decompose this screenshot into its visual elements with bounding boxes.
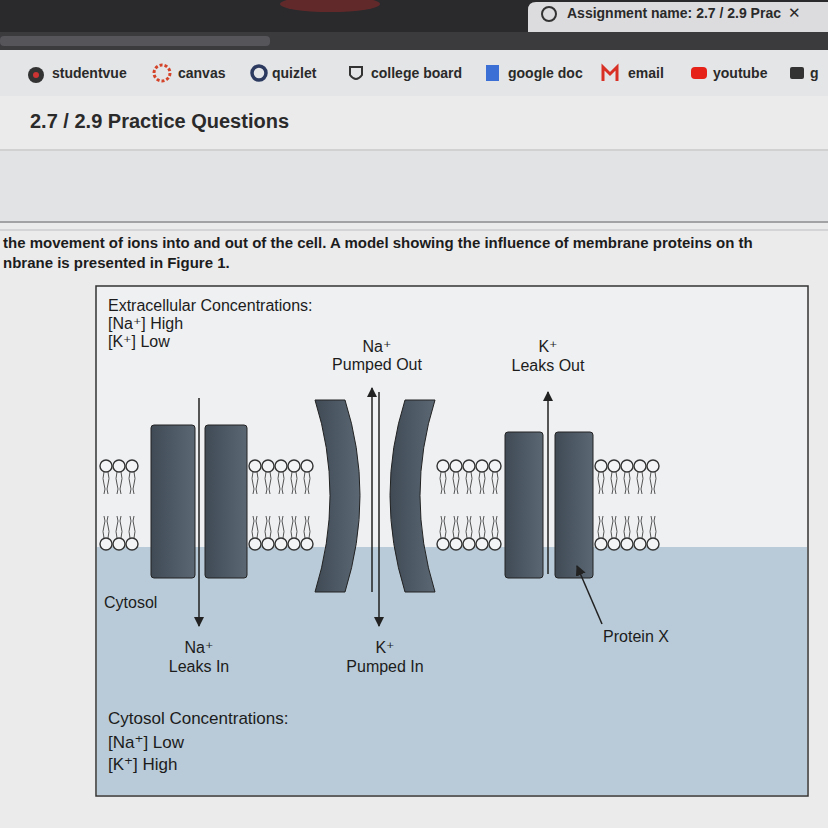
figure-label: [K⁺] Low [108,333,170,351]
figure-label: Pumped Out [332,356,422,374]
browser-label: g [810,65,819,81]
figure-label: Na⁺ [363,338,392,356]
figure-label: [K⁺] High [108,755,177,775]
browser-label: ✕ [788,4,801,21]
divider [0,149,828,151]
browser-label: studentvue [52,65,127,81]
na-pump-arrow [371,388,373,592]
figure-label: Cytosol Concentrations: [108,709,288,729]
title-bar [0,0,828,32]
pump-protein [390,400,435,592]
question-text: nbrane is presented in Figure 1. [3,254,230,271]
browser-tab [528,2,828,32]
bookmarks-bar [0,50,828,96]
figure-label: K⁺ [538,338,557,356]
channel-protein [205,425,247,578]
tab-icon [542,7,556,21]
canvas-icon [154,65,170,81]
browser-label: college board [371,65,462,81]
bookmark-icon [790,67,804,79]
youtube-icon [691,67,707,79]
figure-label: Protein X [603,628,669,646]
browser-label: youtube [713,65,767,81]
email-icon [603,67,617,81]
browser-label: Assignment name: 2.7 / 2.9 Prac [567,5,781,21]
browser-label: email [628,65,664,81]
browser-label: google doc [508,65,583,81]
address-bar [0,32,828,50]
figure-label: Na⁺ [185,639,214,657]
figure-label: Extracellular Concentrations: [108,297,313,315]
figure-label: [Na⁺] Low [108,733,184,753]
page-heading: 2.7 / 2.9 Practice Questions [30,110,289,133]
divider [0,230,828,231]
studentvue-icon [33,72,39,78]
leader-line [577,566,602,624]
k-pump-arrow [378,392,380,626]
na-leak-arrow [198,398,200,626]
cytosol-region [97,547,807,795]
figure-label: Cytosol [104,594,157,612]
blurred-tab [280,0,380,12]
pump-protein [315,400,360,592]
page [0,96,828,828]
blurred-url [0,36,270,46]
quizlet-icon [252,66,266,80]
protein-x [555,432,593,578]
figure-label: Leaks In [169,658,229,676]
channel-protein [151,425,195,578]
divider [0,221,828,223]
figure-label: K⁺ [375,639,394,657]
browser-label: canvas [178,65,225,81]
k-leak-arrow [547,392,549,574]
figure-frame [96,286,808,796]
toolbar-band [0,151,828,221]
figure-label: [Na⁺] High [108,315,183,333]
channel-protein [505,432,543,578]
browser-label: quizlet [272,65,316,81]
figure-label: Pumped In [346,658,423,676]
google-doc-icon [486,65,499,81]
college-board-icon [350,67,362,79]
question-text: the movement of ions into and out of the… [3,234,753,251]
figure-label: Leaks Out [512,357,585,375]
studentvue-icon [28,67,44,83]
